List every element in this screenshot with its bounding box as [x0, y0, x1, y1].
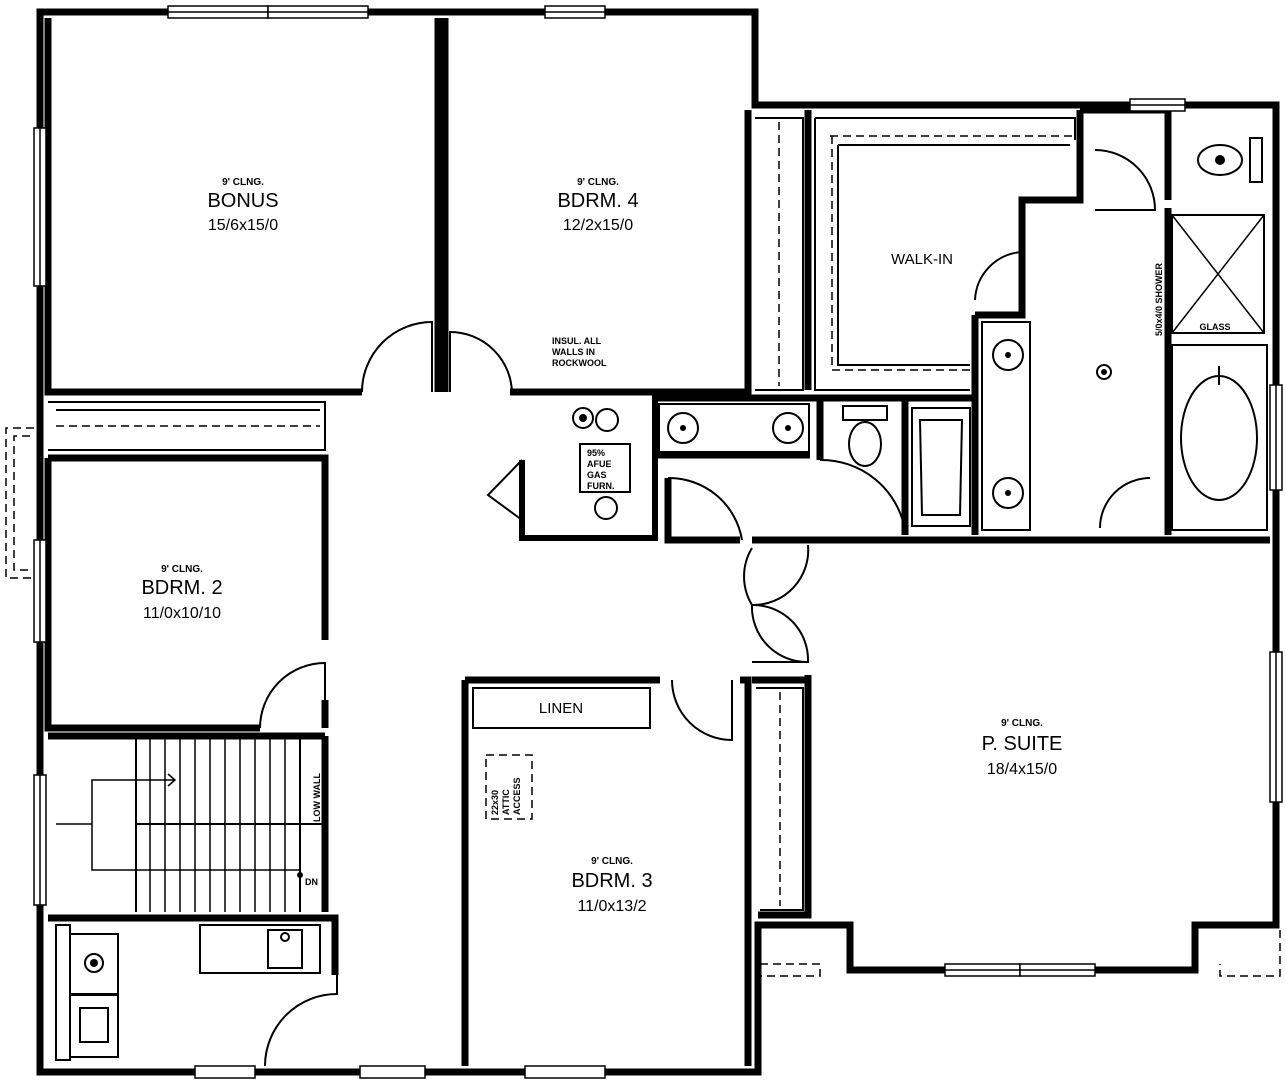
linen-label: LINEN	[539, 700, 583, 717]
psuite-ceiling: 9' CLNG.	[1001, 718, 1043, 729]
insul-line-3: ROCKWOOL	[552, 358, 607, 368]
stair-treads	[149, 736, 286, 912]
bdrm4-name: BDRM. 4	[557, 190, 638, 212]
master-bath-fixtures	[981, 137, 1268, 531]
glass-label: GLASS	[1199, 322, 1230, 332]
walk-in-label: WALK-IN	[891, 251, 953, 268]
door-swings	[259, 149, 1157, 1067]
attic-line-2: ATTIC	[501, 789, 511, 815]
bdrm4-ceiling: 9' CLNG.	[577, 177, 619, 188]
bonus-dims: 15/6x15/0	[208, 217, 278, 234]
bdrm2-name: BDRM. 2	[141, 577, 222, 599]
furnace-room	[486, 389, 658, 541]
attic-access	[485, 754, 533, 820]
furnace-line-1: 95%	[587, 448, 605, 458]
insul-line-2: WALLS IN	[552, 347, 595, 357]
hall-bath-fixtures	[658, 403, 971, 527]
bdrm3-dims: 11/0x13/2	[577, 898, 646, 915]
bonus-ceiling: 9' CLNG.	[222, 177, 264, 188]
bdrm3-name: BDRM. 3	[571, 870, 652, 892]
bdrm3-ceiling: 9' CLNG.	[591, 856, 633, 867]
dashed-bays	[5, 427, 1281, 977]
closets	[56, 117, 1076, 911]
bdrm2-ceiling: 9' CLNG.	[161, 564, 203, 575]
bdrm2-dims: 11/0x10/10	[143, 605, 221, 622]
attic-line-3: ACCESS	[512, 777, 522, 815]
bonus-name: BONUS	[207, 190, 278, 212]
bdrm4-dims: 12/2x15/0	[563, 217, 633, 234]
low-wall-label: LOW WALL	[312, 773, 322, 822]
attic-line-1: 22x30	[490, 790, 500, 815]
windows	[33, 5, 1283, 1079]
psuite-dims: 18/4x15/0	[987, 761, 1057, 778]
furnace-line-2: AFUE	[587, 459, 612, 469]
stair-down-label: DN	[305, 877, 318, 887]
interior-walls	[44, 18, 1270, 1066]
insul-line-1: INSUL. ALL	[552, 336, 602, 346]
furnace-line-4: FURN.	[587, 481, 615, 491]
psuite-name: P. SUITE	[982, 733, 1063, 755]
shower-label: 5/0x4/0 SHOWER	[1154, 262, 1164, 336]
furnace-line-3: GAS	[587, 470, 607, 480]
laundry-fixtures	[55, 924, 321, 1061]
stairs	[56, 736, 325, 912]
exterior-walls	[36, 8, 1280, 1076]
